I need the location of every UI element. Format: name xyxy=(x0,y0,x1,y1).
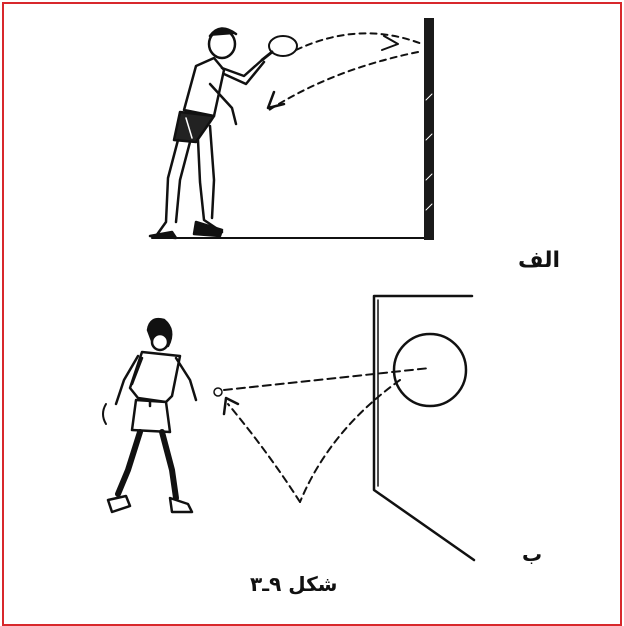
wall-a xyxy=(424,18,434,240)
player-a xyxy=(148,27,266,240)
arrowhead-b xyxy=(222,396,240,416)
table-b xyxy=(372,294,476,562)
player-b xyxy=(102,317,198,514)
bounce-trajectory-b xyxy=(299,379,401,503)
panel-a xyxy=(148,18,434,240)
ball-trajectory-a xyxy=(295,32,423,51)
figure-caption: شکل ۹ـ۳ xyxy=(250,572,338,596)
part-a-label: الف xyxy=(518,248,561,273)
panel-b xyxy=(102,294,476,562)
shot-trajectory-b xyxy=(223,367,431,391)
return-trajectory-b xyxy=(227,403,301,503)
racket-a xyxy=(268,35,298,57)
return-trajectory-a xyxy=(265,51,419,113)
ball-b xyxy=(213,387,223,397)
target-circle-b xyxy=(392,332,468,408)
arrowhead-to-wall xyxy=(381,35,399,51)
arrowhead-return xyxy=(266,90,286,110)
part-b-label: ب xyxy=(522,542,543,566)
racket-b xyxy=(102,403,107,425)
